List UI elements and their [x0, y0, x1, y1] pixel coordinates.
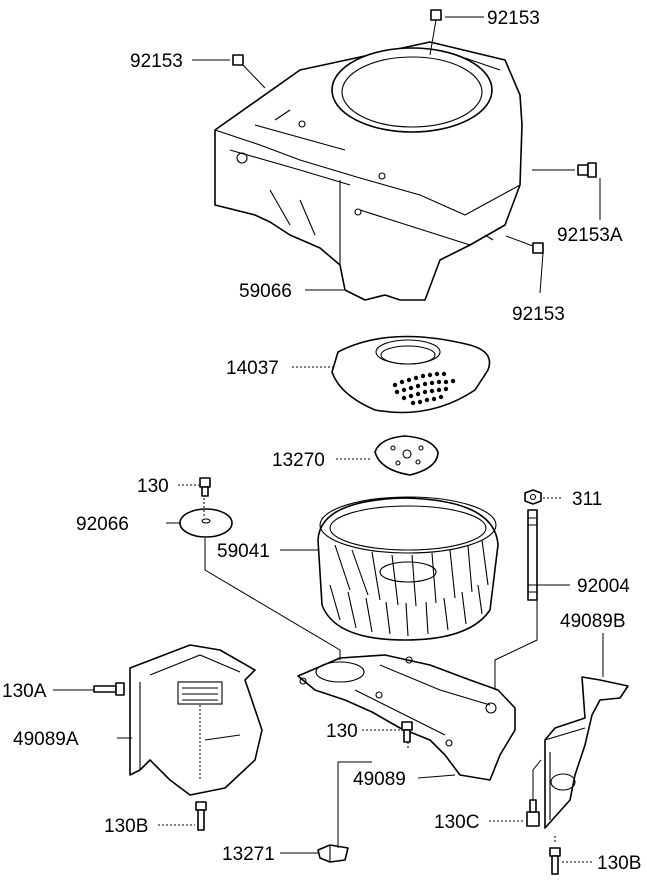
baffle-49089 [297, 654, 516, 781]
cover-49089A [129, 644, 263, 796]
stud-92004 [527, 509, 538, 601]
label-59041: 59041 [217, 541, 270, 562]
label-92153-left: 92153 [130, 51, 183, 72]
label-92153-top: 92153 [487, 8, 540, 29]
label-49089B: 49089B [560, 611, 626, 632]
label-92153A: 92153A [557, 225, 623, 246]
bolt-130-mid [401, 721, 413, 743]
label-130B-left: 130B [104, 816, 148, 837]
label-130-mid: 130 [326, 721, 358, 742]
bolt-92153A [577, 162, 597, 178]
bolt-92153-top [430, 9, 442, 21]
label-92066: 92066 [76, 514, 129, 535]
screen-mesh [392, 371, 456, 406]
bolt-130-top [199, 477, 211, 497]
label-49089: 49089 [353, 769, 406, 790]
fan-59041 [317, 496, 499, 641]
label-92004: 92004 [577, 576, 630, 597]
label-130-top: 130 [137, 476, 169, 497]
nut-311 [524, 489, 542, 505]
bolt-130B-right [549, 847, 561, 875]
plate-13270 [374, 435, 439, 476]
label-130A: 130A [2, 681, 47, 702]
blower-housing-59066 [214, 41, 523, 301]
label-14037: 14037 [226, 358, 279, 379]
bolt-130A [93, 682, 125, 696]
label-13270: 13270 [272, 450, 325, 471]
leader-lines [53, 16, 604, 863]
cover-49089B [544, 676, 629, 829]
bolt-92153-left [232, 54, 244, 66]
air-guide-14037 [331, 335, 491, 414]
label-311: 311 [572, 489, 602, 510]
label-13271: 13271 [222, 844, 275, 865]
label-130C: 130C [434, 812, 479, 833]
washer-92066 [179, 508, 233, 538]
bolt-130C [526, 799, 540, 827]
bracket-13271 [317, 844, 349, 863]
label-130B-right: 130B [597, 853, 641, 874]
bolt-92153-right [532, 242, 544, 254]
label-92153-right: 92153 [512, 304, 565, 325]
bolt-130B-left [195, 801, 207, 831]
part-labels: 92153 92153 92153A 92153 59066 14037 132… [2, 8, 641, 874]
label-49089A: 49089A [13, 729, 79, 750]
label-59066: 59066 [239, 281, 292, 302]
